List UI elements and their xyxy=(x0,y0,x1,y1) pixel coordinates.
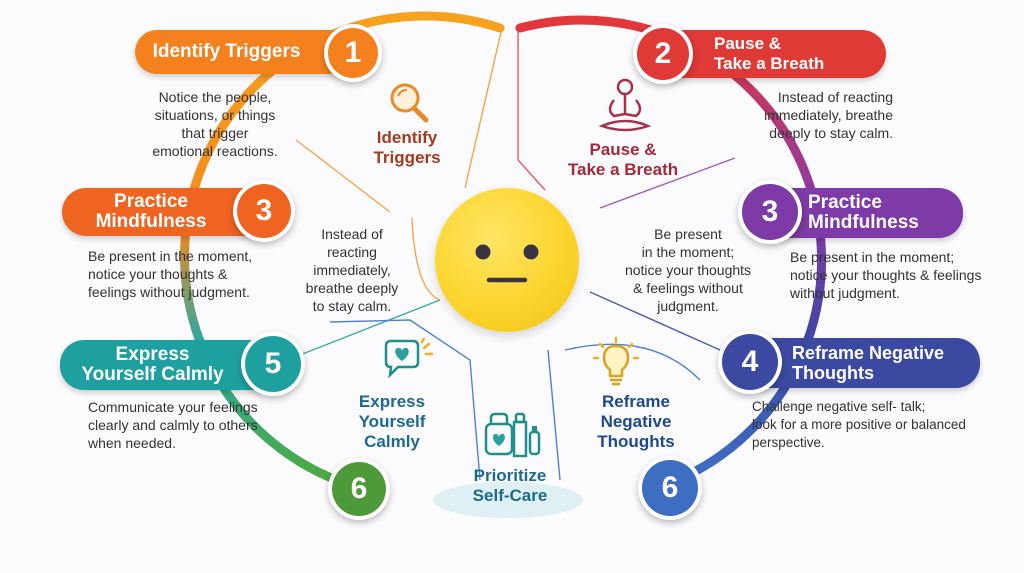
step-4-number: 4 xyxy=(741,345,759,378)
segment-reframe-label: Reframe Negative Thoughts xyxy=(597,392,675,451)
lightbulb-icon xyxy=(592,336,640,386)
step-4-pill: Reframe Negative Thoughts xyxy=(752,338,980,388)
step-3-left-description: Be present in the moment, notice your th… xyxy=(88,248,253,300)
step-5-description: Communicate your feelings clearly and ca… xyxy=(88,399,258,451)
step-3-left-pill: Practice Mindfulness xyxy=(62,188,262,236)
step-3-left-title-line2: Mindfulness xyxy=(95,211,207,232)
segment-pause-label: Pause & Take a Breath xyxy=(567,140,679,179)
segment-express-label: Express Yourself Calmly xyxy=(358,392,426,451)
step-3-left-badge: 3 xyxy=(233,180,295,242)
step-4-title-line1: Reframe Negative xyxy=(792,343,945,363)
magnifier-icon xyxy=(390,83,429,123)
meditation-icon xyxy=(598,78,652,132)
step-1-pill: Identify Triggers xyxy=(135,30,350,74)
step-5-title-line1: Express xyxy=(115,344,190,365)
step-2-description: Instead of reacting immediately, breathe… xyxy=(764,89,893,141)
step-4-description: Challenge negative self- talk; look for … xyxy=(752,399,966,450)
step-5-pill: Express Yourself Calmly xyxy=(60,340,275,390)
ring-right-arc xyxy=(515,15,827,490)
step-2-number: 2 xyxy=(654,37,672,70)
step-1-description: Notice the people, situations, or things… xyxy=(152,89,278,159)
segment-right-text: Be present in the moment; notice your th… xyxy=(624,226,752,314)
segment-selfcare-label: Prioritize Self-Care xyxy=(472,466,548,505)
step-2-badge: 2 xyxy=(633,24,693,84)
segment-identify-label: Identify Triggers xyxy=(373,128,441,167)
step-5-title-line2: Yourself Calmly xyxy=(81,364,224,385)
step-6-left-badge: 6 xyxy=(328,458,390,520)
step-3-right-number: 3 xyxy=(761,195,779,228)
step-6-left-number: 6 xyxy=(350,472,368,505)
step-3-left-number: 3 xyxy=(255,194,273,227)
step-4-title-line2: Thoughts xyxy=(792,363,874,383)
step-1-number: 1 xyxy=(344,36,362,69)
step-5-number: 5 xyxy=(264,347,282,380)
step-3-right-badge: 3 xyxy=(738,180,802,244)
heart-chat-icon xyxy=(384,338,434,379)
step-3-right-pill: Practice Mindfulness xyxy=(768,188,963,238)
step-2-title-line1: Pause & xyxy=(714,34,782,53)
segment-left-text: Instead of reacting immediately, breathe… xyxy=(305,226,399,314)
step-6-right-number: 6 xyxy=(661,471,679,504)
neutral-face-icon xyxy=(435,188,579,332)
step-1-title: Identify Triggers xyxy=(152,41,301,62)
step-4-badge: 4 xyxy=(718,330,782,394)
step-3-right-description: Be present in the moment; notice your th… xyxy=(790,249,982,301)
step-3-right-title-line2: Mindfulness xyxy=(808,212,919,233)
self-care-bottles-icon xyxy=(484,412,541,458)
step-3-left-title-line1: Practice xyxy=(114,191,188,212)
step-1-badge: 1 xyxy=(324,24,382,82)
step-2-pill: Pause & Take a Breath xyxy=(668,30,886,78)
step-2-title-line2: Take a Breath xyxy=(714,54,825,73)
ring-left-arc xyxy=(180,11,505,490)
step-3-right-title-line1: Practice xyxy=(808,192,882,213)
step-5-badge: 5 xyxy=(241,332,305,396)
step-6-right-badge: 6 xyxy=(638,456,702,520)
